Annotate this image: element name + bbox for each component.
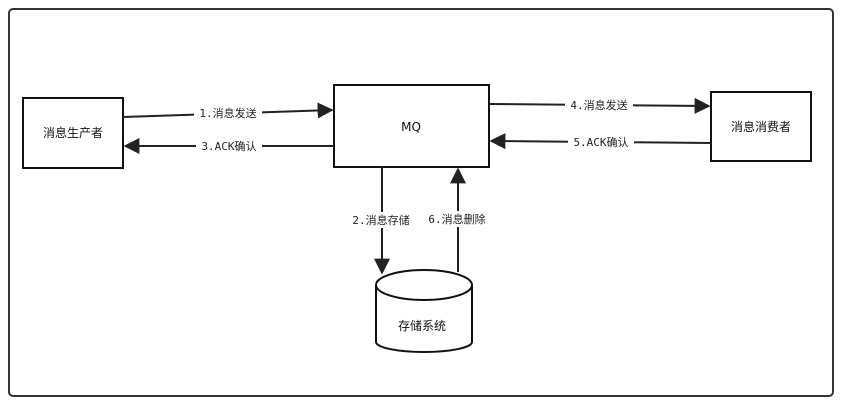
- storage-label: 存储系统: [398, 318, 446, 333]
- edge-ack-from-consumer-label-bg: [568, 134, 634, 150]
- edge-send-to-consumer: 4.消息发送: [488, 97, 711, 114]
- edge-send-to-consumer-label-bg: [565, 97, 633, 113]
- storage-cylinder-body: [375, 285, 473, 353]
- mq-box: [333, 84, 490, 168]
- edge-send-to-mq-label: 1.消息发送: [199, 106, 256, 120]
- mq-node: MQ: [333, 84, 490, 168]
- edge-ack-to-producer-label: 3.ACK确认: [201, 140, 256, 153]
- edge-store-label-bg: [347, 212, 415, 228]
- edge-send-to-mq-label-bg: [194, 105, 262, 121]
- edge-ack-to-producer-label-bg: [196, 138, 262, 154]
- edge-ack-from-consumer-label: 5.ACK确认: [573, 136, 628, 149]
- producer-label: 消息生产者: [43, 125, 103, 140]
- consumer-box: [710, 91, 812, 162]
- edge-delete-label-bg: [423, 211, 492, 227]
- mq-label: MQ: [401, 120, 421, 134]
- edge-send-to-consumer-label: 4.消息发送: [570, 98, 627, 112]
- producer-node: 消息生产者: [22, 97, 124, 169]
- edge-delete-label: 6.消息删除: [428, 212, 485, 226]
- storage-node: 存储系统: [375, 269, 473, 353]
- consumer-label: 消息消费者: [731, 119, 791, 134]
- producer-box: [22, 97, 124, 169]
- edge-store: 2.消息存储: [347, 167, 415, 275]
- edge-send-to-mq: 1.消息发送: [122, 102, 334, 121]
- edge-store-label: 2.消息存储: [352, 213, 409, 227]
- storage-cylinder-top: [375, 269, 473, 301]
- consumer-node: 消息消费者: [710, 91, 812, 162]
- edge-delete: 6.消息删除: [423, 167, 492, 272]
- edge-ack-from-consumer: 5.ACK确认: [489, 133, 712, 150]
- edge-ack-to-producer: 3.ACK确认: [123, 138, 334, 154]
